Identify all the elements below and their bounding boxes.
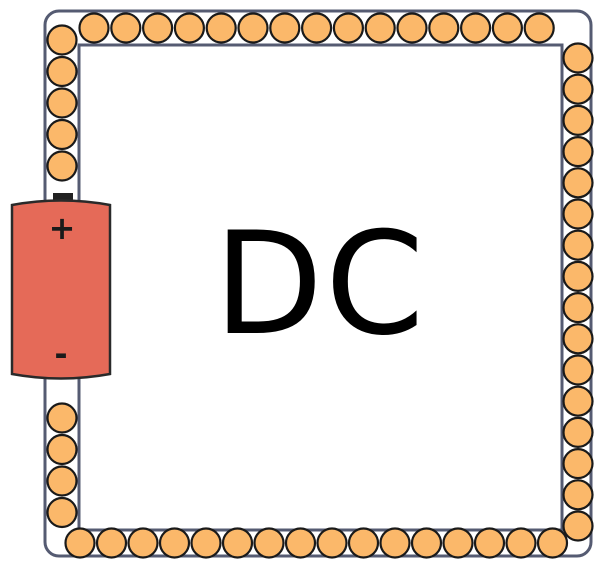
- electron: [564, 200, 593, 229]
- electron: [207, 14, 236, 43]
- electron: [239, 14, 268, 43]
- electron: [564, 106, 593, 135]
- electron: [507, 529, 536, 558]
- electron: [48, 404, 77, 433]
- electron: [48, 152, 77, 181]
- electron: [318, 529, 347, 558]
- electron: [444, 529, 473, 558]
- electron: [461, 14, 490, 43]
- electron: [349, 529, 378, 558]
- electron: [564, 44, 593, 73]
- electron: [334, 14, 363, 43]
- electron: [48, 120, 77, 149]
- electron: [493, 14, 522, 43]
- electron: [175, 14, 204, 43]
- electron: [564, 418, 593, 447]
- electron: [564, 512, 593, 541]
- electron: [564, 324, 593, 353]
- electron: [48, 26, 77, 55]
- electron: [564, 387, 593, 416]
- electron: [366, 14, 395, 43]
- electron: [381, 529, 410, 558]
- electron: [564, 75, 593, 104]
- electron: [564, 356, 593, 385]
- electron: [302, 14, 331, 43]
- electron: [564, 262, 593, 291]
- electron: [129, 529, 158, 558]
- electron: [48, 57, 77, 86]
- electron: [398, 14, 427, 43]
- electron: [48, 89, 77, 118]
- electron: [564, 168, 593, 197]
- electron: [255, 529, 284, 558]
- electron: [66, 529, 95, 558]
- electron: [111, 14, 140, 43]
- electron: [564, 449, 593, 478]
- electron: [80, 14, 109, 43]
- electron: [143, 14, 172, 43]
- electron: [412, 529, 441, 558]
- electron: [160, 529, 189, 558]
- electron: [564, 480, 593, 509]
- electron: [286, 529, 315, 558]
- electron: [525, 14, 554, 43]
- electron: [564, 137, 593, 166]
- electron: [48, 467, 77, 496]
- electron: [429, 14, 458, 43]
- battery-negative-sign: -: [48, 338, 74, 370]
- electron: [270, 14, 299, 43]
- electron: [538, 529, 567, 558]
- electron: [564, 293, 593, 322]
- battery-positive-sign: +: [46, 212, 78, 244]
- electron: [192, 529, 221, 558]
- electron: [97, 529, 126, 558]
- electron: [475, 529, 504, 558]
- electron: [223, 529, 252, 558]
- electron: [48, 435, 77, 464]
- electron: [564, 231, 593, 260]
- electron: [48, 498, 77, 527]
- dc-label: DC: [200, 205, 440, 365]
